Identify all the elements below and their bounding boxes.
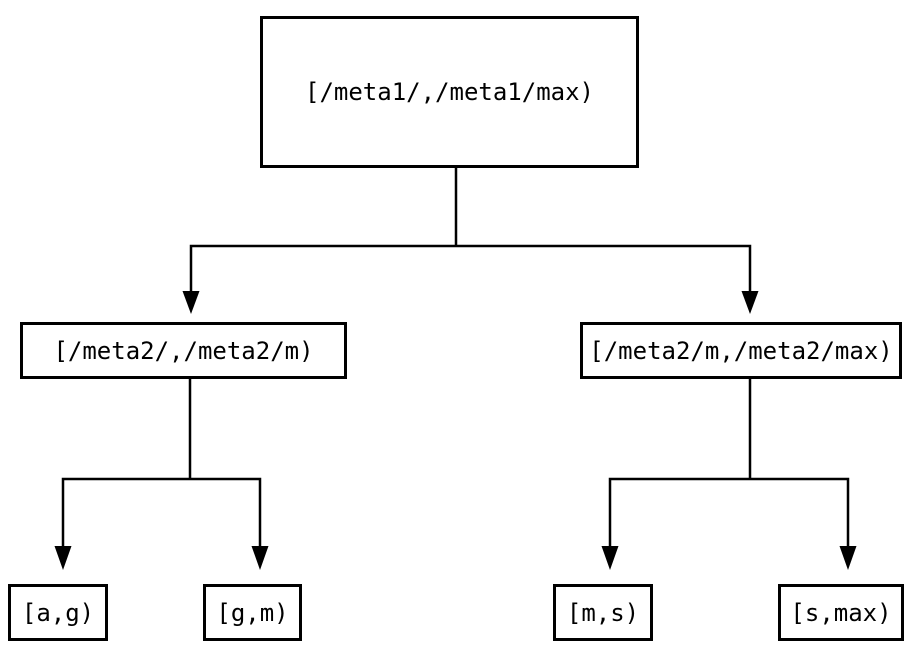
node-mid-right-label: [/meta2/m,/meta2/max)	[589, 336, 893, 365]
edge-mid-left-branch	[61, 477, 262, 547]
node-mid-left-label: [/meta2/,/meta2/m)	[53, 336, 314, 365]
node-leaf-ag: [a,g)	[8, 584, 108, 641]
node-mid-right: [/meta2/m,/meta2/max)	[580, 322, 902, 379]
edge-mid-right-branch	[608, 477, 850, 547]
node-mid-left: [/meta2/,/meta2/m)	[20, 322, 347, 379]
node-leaf-smax-label: [s,max)	[790, 598, 892, 627]
arrow-down-icon	[839, 546, 857, 570]
arrow-down-icon	[251, 546, 269, 570]
arrow-down-icon	[601, 546, 619, 570]
node-root-label: [/meta1/,/meta1/max)	[305, 78, 594, 106]
node-leaf-gm: [g,m)	[203, 584, 302, 641]
arrow-down-icon	[54, 546, 72, 570]
edge-root-branch	[189, 244, 752, 292]
arrow-down-icon	[741, 291, 759, 314]
node-leaf-ms: [m,s)	[553, 584, 653, 641]
node-leaf-smax: [s,max)	[778, 584, 904, 641]
node-root: [/meta1/,/meta1/max)	[260, 16, 639, 168]
arrow-down-icon	[182, 291, 200, 314]
node-leaf-gm-label: [g,m)	[216, 598, 289, 627]
node-leaf-ag-label: [a,g)	[21, 598, 95, 627]
node-leaf-ms-label: [m,s)	[566, 598, 640, 627]
